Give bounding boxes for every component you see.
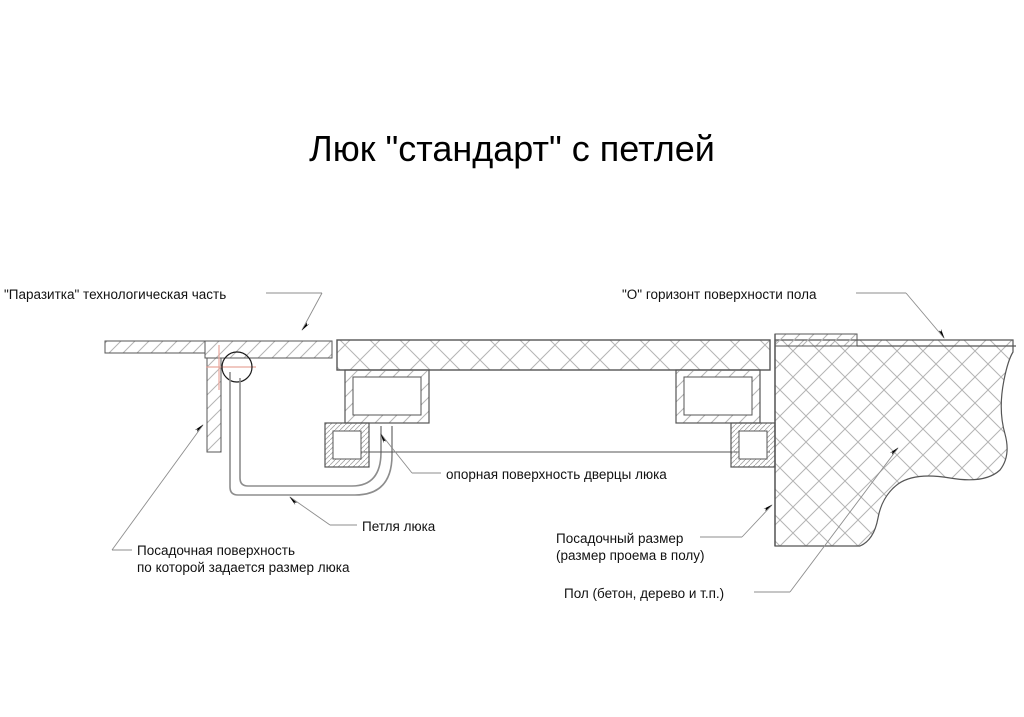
label-floor-material: Пол (бетон, дерево и т.п.) [564,586,725,601]
label-door-bearing-surface: опорная поверхность дверцы люка [446,467,667,482]
label-seating-size-line1: Посадочный размер [556,531,684,546]
label-parazitka: "Паразитка" технологическая часть [4,287,227,302]
label-seating-size: Посадочный размер (размер проема в полу) [556,530,705,564]
leader-lines [111,292,945,593]
parazitka-plate [104,340,333,453]
label-floor-horizon: "О" горизонт поверхности пола [622,287,817,302]
door-frame-profile-left [344,369,430,424]
label-seating-size-line2: (размер проема в полу) [556,548,705,563]
support-tube-left [324,422,370,468]
label-seating-surface-line2: по которой задается размер люка [137,560,350,575]
door-frame-profile-right [675,369,761,424]
hinge-pin [206,345,256,390]
support-tube-right [730,422,776,468]
label-seating-surface: Посадочная поверхность по которой задает… [137,542,350,576]
floor-slab [774,333,1016,547]
hinge-strap [229,372,393,496]
label-hinge: Петля люка [362,519,436,534]
label-seating-surface-line1: Посадочная поверхность [137,543,295,558]
hatch-door [324,339,776,468]
page-title: Люк "стандарт" с петлей [309,128,715,169]
